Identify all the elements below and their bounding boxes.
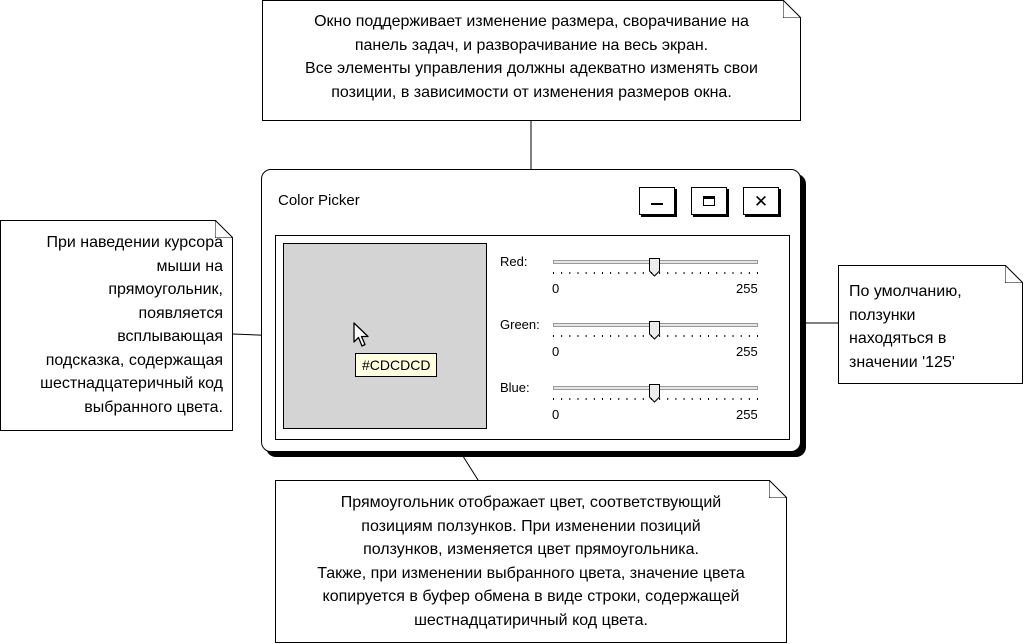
blue-slider-label: Blue: bbox=[500, 380, 530, 395]
slider-thumb-icon[interactable] bbox=[648, 384, 660, 403]
close-button[interactable]: ✕ bbox=[743, 187, 779, 215]
close-icon: ✕ bbox=[753, 191, 769, 211]
note-color-rectangle: Прямоугольник отображает цвет, соответст… bbox=[275, 480, 787, 643]
green-slider-label: Green: bbox=[500, 317, 540, 332]
red-slider-label: Red: bbox=[500, 254, 528, 269]
note-window-behavior: Окно поддерживает изменение размера, сво… bbox=[262, 0, 801, 121]
minimize-button[interactable] bbox=[639, 187, 675, 215]
note-fold-icon bbox=[783, 0, 801, 18]
color-preview-rectangle[interactable]: #CDCDCD bbox=[283, 243, 487, 429]
green-max-label: 255 bbox=[736, 344, 758, 359]
red-slider[interactable] bbox=[553, 258, 758, 277]
slider-ticks bbox=[553, 272, 758, 274]
blue-max-label: 255 bbox=[736, 407, 758, 422]
note-tooltip-behavior: При наведении курсора мыши на прямоуголь… bbox=[0, 220, 233, 431]
note-slider-default: По умолчанию, ползунки находяться в знач… bbox=[838, 265, 1023, 384]
minimize-icon bbox=[651, 203, 663, 205]
note-text: Окно поддерживает изменение размера, сво… bbox=[305, 13, 758, 101]
color-picker-window: Color Picker ✕ #CDCDCD Red: 0 255 Green: bbox=[261, 169, 801, 452]
slider-thumb-icon[interactable] bbox=[648, 258, 660, 277]
note-text: Прямоугольник отображает цвет, соответст… bbox=[317, 494, 745, 629]
note-text: При наведении курсора мыши на прямоуголь… bbox=[40, 234, 223, 416]
maximize-button[interactable] bbox=[691, 187, 727, 215]
slider-ticks bbox=[553, 335, 758, 337]
note-fold-icon bbox=[769, 480, 787, 498]
blue-slider[interactable] bbox=[553, 384, 758, 403]
green-slider-row: Green: 0 255 bbox=[500, 315, 790, 365]
window-title: Color Picker bbox=[278, 192, 360, 209]
note-text: По умолчанию, ползунки находяться в знач… bbox=[849, 283, 962, 371]
red-slider-row: Red: 0 255 bbox=[500, 252, 790, 302]
maximize-icon bbox=[703, 196, 715, 206]
note-fold-icon bbox=[215, 220, 233, 238]
blue-slider-row: Blue: 0 255 bbox=[500, 378, 790, 428]
hex-color-tooltip: #CDCDCD bbox=[355, 353, 438, 377]
green-min-label: 0 bbox=[552, 344, 560, 359]
slider-ticks bbox=[553, 398, 758, 400]
blue-min-label: 0 bbox=[552, 407, 560, 422]
slider-thumb-icon[interactable] bbox=[648, 321, 660, 340]
green-slider[interactable] bbox=[553, 321, 758, 340]
red-min-label: 0 bbox=[552, 281, 560, 296]
red-max-label: 255 bbox=[736, 281, 758, 296]
note-fold-icon bbox=[1005, 265, 1023, 283]
mouse-cursor-icon bbox=[353, 322, 369, 347]
content-frame: #CDCDCD Red: 0 255 Green: 0 255 Blue: bbox=[275, 235, 790, 440]
